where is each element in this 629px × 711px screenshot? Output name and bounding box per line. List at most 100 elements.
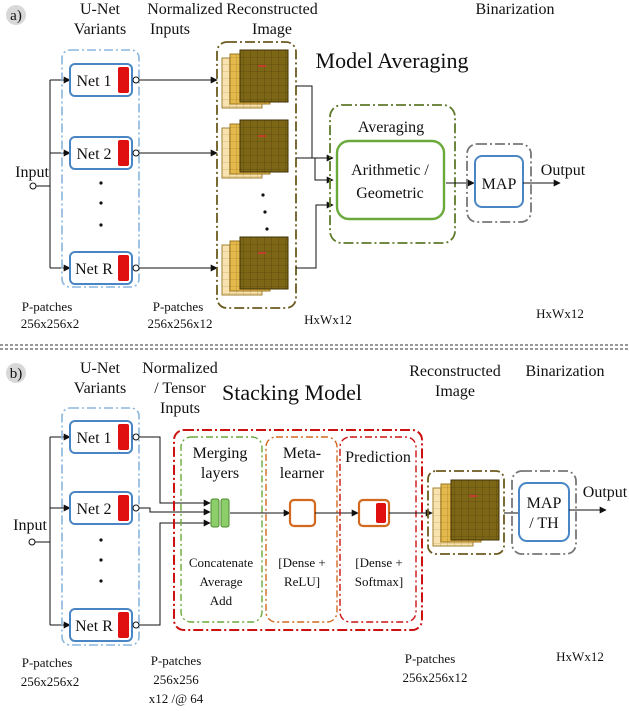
b-hwx-right: HxWx12: [556, 649, 604, 664]
b-ppatch-norm-2: 256x256: [153, 672, 199, 687]
b-meta-group: [265, 436, 338, 623]
a-input-label: Input: [15, 164, 49, 181]
b-net-2: Net 2: [69, 491, 133, 525]
a-method-2: Geometric: [356, 185, 424, 202]
panel-b: b) U-Net Variants Normalized / Tensor In…: [6, 360, 628, 706]
b-meta-op-1: [Dense +: [278, 555, 325, 570]
b-col-unet-1: U-Net: [80, 360, 121, 377]
b-merging-1: Merging: [193, 445, 248, 462]
a-col-recon-1: Reconstructed: [226, 1, 318, 18]
a-input-trunk: [36, 80, 51, 268]
b-output-label: Output: [583, 484, 628, 501]
b-stacking-group: [173, 429, 423, 631]
a-recon-group: [216, 41, 297, 309]
b-merge-bar-2: [220, 498, 230, 528]
b-cube: [432, 479, 500, 547]
b-merge-op-3: Add: [210, 593, 233, 608]
a-col-recon-2: Image: [252, 21, 292, 38]
a-unet-group: [61, 49, 140, 288]
a-cube-1: [221, 49, 289, 109]
a-ppatch-in-1: P-patches: [22, 299, 73, 314]
a-map-box: [474, 155, 524, 208]
a-net-2-label: Net 2: [76, 146, 111, 163]
a-col-binarization: Binarization: [475, 1, 554, 18]
a-title: Model Averaging: [316, 48, 469, 73]
a-net-r: Net R: [69, 251, 133, 285]
b-pred-red-block: [376, 503, 386, 523]
b-ppatch-in-2: 256x256x2: [21, 674, 80, 689]
b-merging-2: layers: [201, 465, 239, 482]
b-col-recon-1: Reconstructed: [409, 363, 501, 380]
b-net-1: Net 1: [69, 420, 133, 454]
b-net-2-label: Net 2: [76, 501, 111, 518]
b-col-unet-2: Variants: [74, 380, 126, 397]
b-col-norm-3: Inputs: [160, 400, 200, 417]
b-meta-box: [288, 498, 317, 528]
a-net-2: Net 2: [69, 136, 133, 170]
b-map-box: [518, 482, 570, 542]
a-col-unet-1: U-Net: [80, 1, 121, 18]
a-ppatch-norm-2: 256x256x12: [148, 316, 213, 331]
a-ppatch-in-2: 256x256x2: [21, 316, 80, 331]
b-ppatch-recon-1: P-patches: [405, 651, 456, 666]
a-cube-r: [221, 236, 289, 296]
b-input-label: Input: [13, 517, 47, 534]
b-pred-op-1: [Dense +: [355, 555, 402, 570]
b-input-node: [28, 538, 36, 546]
b-meta-2: learner: [280, 465, 325, 482]
panel-separator: [0, 344, 629, 350]
a-map-label: MAP: [482, 176, 517, 193]
b-title: Stacking Model: [222, 380, 362, 405]
b-bin-group: [511, 470, 577, 555]
a-hwx-mid: HxWx12: [304, 312, 352, 327]
panel-b-label: b): [10, 366, 23, 382]
panel-a-label: a): [10, 8, 22, 24]
b-net-1-label: Net 1: [76, 430, 111, 447]
a-method-1: Arithmetic /: [351, 162, 429, 179]
a-dots: [99, 181, 103, 227]
panel-a-badge: [6, 5, 26, 25]
a-averaging-group: [329, 104, 456, 244]
b-col-binarization: Binarization: [525, 363, 604, 380]
b-unet-group: [61, 407, 140, 646]
b-net-r-label: Net R: [75, 618, 113, 635]
a-col-unet-2: Variants: [74, 21, 126, 38]
b-merge-op-1: Concatenate: [189, 555, 253, 570]
b-ppatch-recon-2: 256x256x12: [403, 670, 468, 685]
b-col-recon-2: Image: [435, 383, 475, 400]
b-dots: [99, 538, 103, 583]
a-col-norm-2: Inputs: [150, 21, 190, 38]
a-net-r-label: Net R: [75, 261, 113, 278]
b-ppatch-in-1: P-patches: [22, 655, 73, 670]
b-map-label-1: MAP: [527, 495, 562, 512]
a-net-1-label: Net 1: [76, 73, 111, 90]
a-cube-to-avg-arrows: [296, 85, 334, 269]
a-method-box: [335, 139, 446, 221]
b-prediction-group: [339, 436, 417, 623]
b-ppatch-norm-3: x12 /@ 64: [149, 691, 204, 706]
a-net-output-arrows: [132, 76, 218, 272]
b-meta-op-2: ReLU]: [284, 574, 320, 589]
b-col-norm-1: Normalized: [142, 360, 218, 377]
b-pred-op-2: Softmax]: [355, 574, 403, 589]
a-cube-dots: [261, 193, 269, 231]
b-prediction-label: Prediction: [345, 449, 411, 466]
a-hwx-right: HxWx12: [536, 306, 584, 321]
a-bin-group: [466, 143, 532, 223]
b-merge-bar-1: [210, 498, 220, 528]
a-net-1: Net 1: [69, 63, 133, 97]
b-net-output-arrows: [132, 433, 211, 629]
b-merge-op-2: Average: [199, 574, 242, 589]
b-recon-group: [427, 470, 505, 555]
panel-a: a) U-Net Variants Normalized Inputs Reco…: [6, 1, 586, 331]
panel-b-badge: [6, 363, 26, 383]
b-meta-1: Meta-: [283, 445, 321, 462]
b-ppatch-norm-1: P-patches: [151, 653, 202, 668]
b-col-norm-2: / Tensor: [154, 380, 206, 397]
a-averaging-label: Averaging: [358, 119, 424, 136]
b-input-trunk: [35, 437, 51, 625]
b-net-r: Net R: [69, 608, 133, 642]
a-cube-2: [221, 119, 289, 179]
b-merging-group: [180, 436, 263, 623]
